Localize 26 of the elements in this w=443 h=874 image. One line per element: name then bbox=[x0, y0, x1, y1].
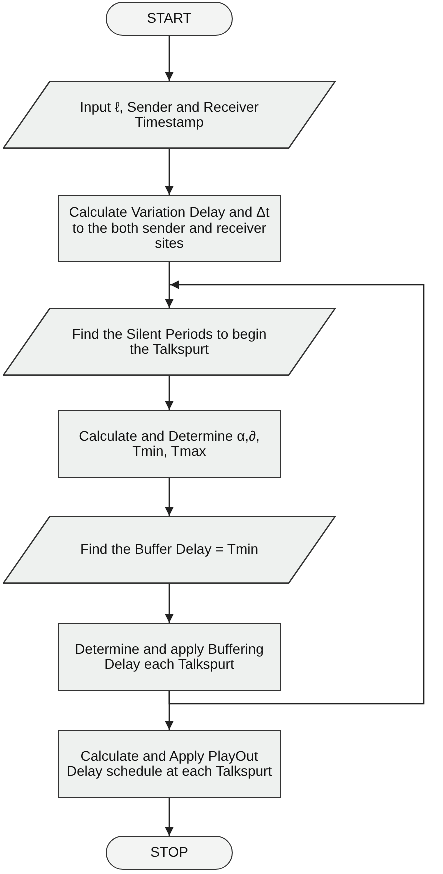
step-text: Calculate Variation Delay and Δt to the both sender and receiver sites bbox=[68, 205, 271, 252]
arrow bbox=[165, 376, 174, 410]
terminal-shape bbox=[106, 836, 233, 870]
process-box bbox=[58, 195, 281, 262]
step-text: Find the Buffer Delay = Tmin bbox=[79, 542, 260, 558]
arrow bbox=[168, 280, 425, 705]
step-text: Determine and apply Buffering Delay each Talkspurt bbox=[74, 642, 265, 672]
input-parallelogram bbox=[3, 81, 336, 149]
step-text: STOP bbox=[150, 845, 190, 861]
step-text: Input ℓ, Sender and Receiver Timestamp bbox=[79, 100, 260, 130]
step-text: START bbox=[146, 11, 193, 27]
arrow bbox=[165, 478, 174, 516]
process-box bbox=[58, 730, 281, 798]
step-text: Calculate and Apply PlayOut Delay schedule at each Talkspurt bbox=[66, 748, 274, 780]
arrow bbox=[165, 36, 174, 81]
step-text: Calculate and Determine α,∂, Tmin, Tmax bbox=[78, 428, 261, 460]
step-text: Find the Silent Periods to begin the Talkspurt bbox=[71, 326, 268, 358]
process-box bbox=[58, 410, 281, 478]
input-parallelogram bbox=[3, 308, 336, 376]
arrow bbox=[165, 798, 174, 836]
arrow bbox=[165, 262, 174, 308]
input-parallelogram bbox=[3, 516, 336, 584]
arrow bbox=[165, 149, 174, 195]
terminal-shape bbox=[106, 2, 233, 36]
arrow bbox=[165, 584, 174, 623]
process-box bbox=[58, 623, 281, 691]
